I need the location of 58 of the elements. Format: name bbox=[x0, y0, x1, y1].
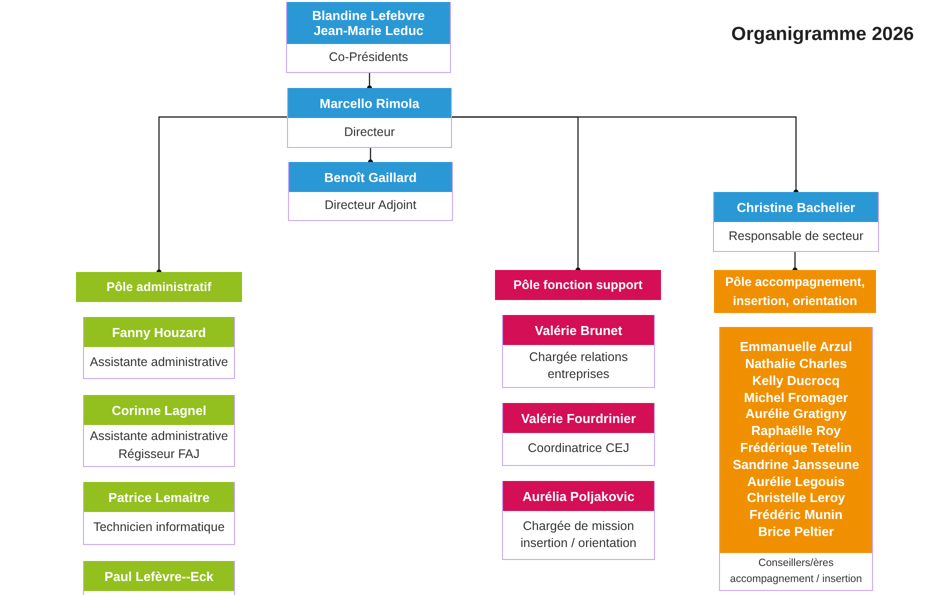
job-title: Directeur Adjoint bbox=[324, 197, 416, 214]
person-name: Brice Peltier bbox=[758, 524, 834, 541]
person-name: Marcello Rimola bbox=[320, 96, 420, 110]
connector-line bbox=[792, 252, 798, 272]
job-title: Co-Présidents bbox=[328, 49, 408, 66]
job-title: Responsable de secteur bbox=[728, 228, 864, 245]
staff-card bbox=[83, 317, 235, 379]
connector-line bbox=[156, 116, 287, 274]
person-name: Patrice Lemaitre bbox=[108, 490, 210, 504]
person-name: Michel Fromager bbox=[744, 390, 848, 406]
person-name: Christelle Leroy bbox=[746, 490, 846, 508]
person-name: Kelly Ducrocq bbox=[752, 372, 840, 390]
person-name: Blandine Lefebvre bbox=[312, 8, 425, 23]
person-name: Emmanuelle Arzul bbox=[740, 339, 852, 356]
staff-card bbox=[83, 482, 235, 545]
staff-card bbox=[288, 162, 453, 221]
job-title: Chargée relations entreprises bbox=[528, 348, 629, 383]
connector-line bbox=[368, 148, 373, 164]
person-name: Valérie Brunet bbox=[534, 322, 622, 338]
staff-card bbox=[502, 315, 655, 388]
department-label: Pôle fonction support bbox=[513, 276, 643, 294]
connector-line bbox=[452, 116, 798, 194]
department-label: Pôle administratif bbox=[106, 278, 212, 296]
person-name: Paul Lefèvre--Eck bbox=[104, 568, 214, 584]
department-label: Pôle accompagnement, insertion, orientation bbox=[724, 274, 866, 310]
department-box bbox=[495, 270, 661, 300]
person-name: Aurélie Gratigny bbox=[745, 406, 847, 424]
person-name: Sandrine Jansseune bbox=[732, 456, 860, 474]
person-name: Aurélie Legouis bbox=[747, 474, 845, 490]
person-name: Frédéric Munin bbox=[749, 507, 843, 524]
job-title: Assistante administrative bbox=[90, 354, 228, 371]
job-title: Technicien informatique bbox=[93, 519, 225, 536]
connector-line bbox=[367, 73, 372, 90]
staff-card bbox=[286, 2, 451, 73]
person-name: Raphaëlle Roy bbox=[751, 423, 841, 440]
job-title: Chargée de mission insertion / orientation bbox=[519, 518, 638, 552]
person-name: Frédérique Tetelin bbox=[740, 440, 852, 457]
person-name: Corinne Lagnel bbox=[112, 402, 206, 418]
person-name: Jean-Marie Leduc bbox=[314, 23, 424, 38]
staff-card bbox=[83, 395, 235, 467]
staff-card bbox=[287, 88, 452, 148]
person-name: Aurélia Poljakovic bbox=[522, 488, 634, 504]
person-name: Benoît Gaillard bbox=[324, 170, 417, 184]
department-box bbox=[714, 270, 876, 313]
job-title: Directeur bbox=[344, 124, 395, 141]
staff-card bbox=[502, 481, 655, 560]
job-title: Coordinatrice CEJ bbox=[528, 440, 630, 458]
staff-card bbox=[713, 192, 879, 252]
staff-card bbox=[719, 327, 873, 591]
person-name: Fanny Houzard bbox=[112, 324, 206, 340]
person-name: Christine Bachelier bbox=[736, 200, 856, 214]
staff-card bbox=[502, 403, 655, 466]
person-name: Nathalie Charles bbox=[745, 356, 847, 373]
department-box bbox=[76, 272, 242, 302]
job-title: Conseillers/ères accompagnement / insertion bbox=[729, 556, 863, 586]
chart-title: Organigramme 2026 bbox=[731, 24, 914, 46]
job-title: Assistante administrative Régisseur FAJ bbox=[88, 428, 230, 463]
person-name: Valérie Fourdrinier bbox=[521, 410, 636, 426]
